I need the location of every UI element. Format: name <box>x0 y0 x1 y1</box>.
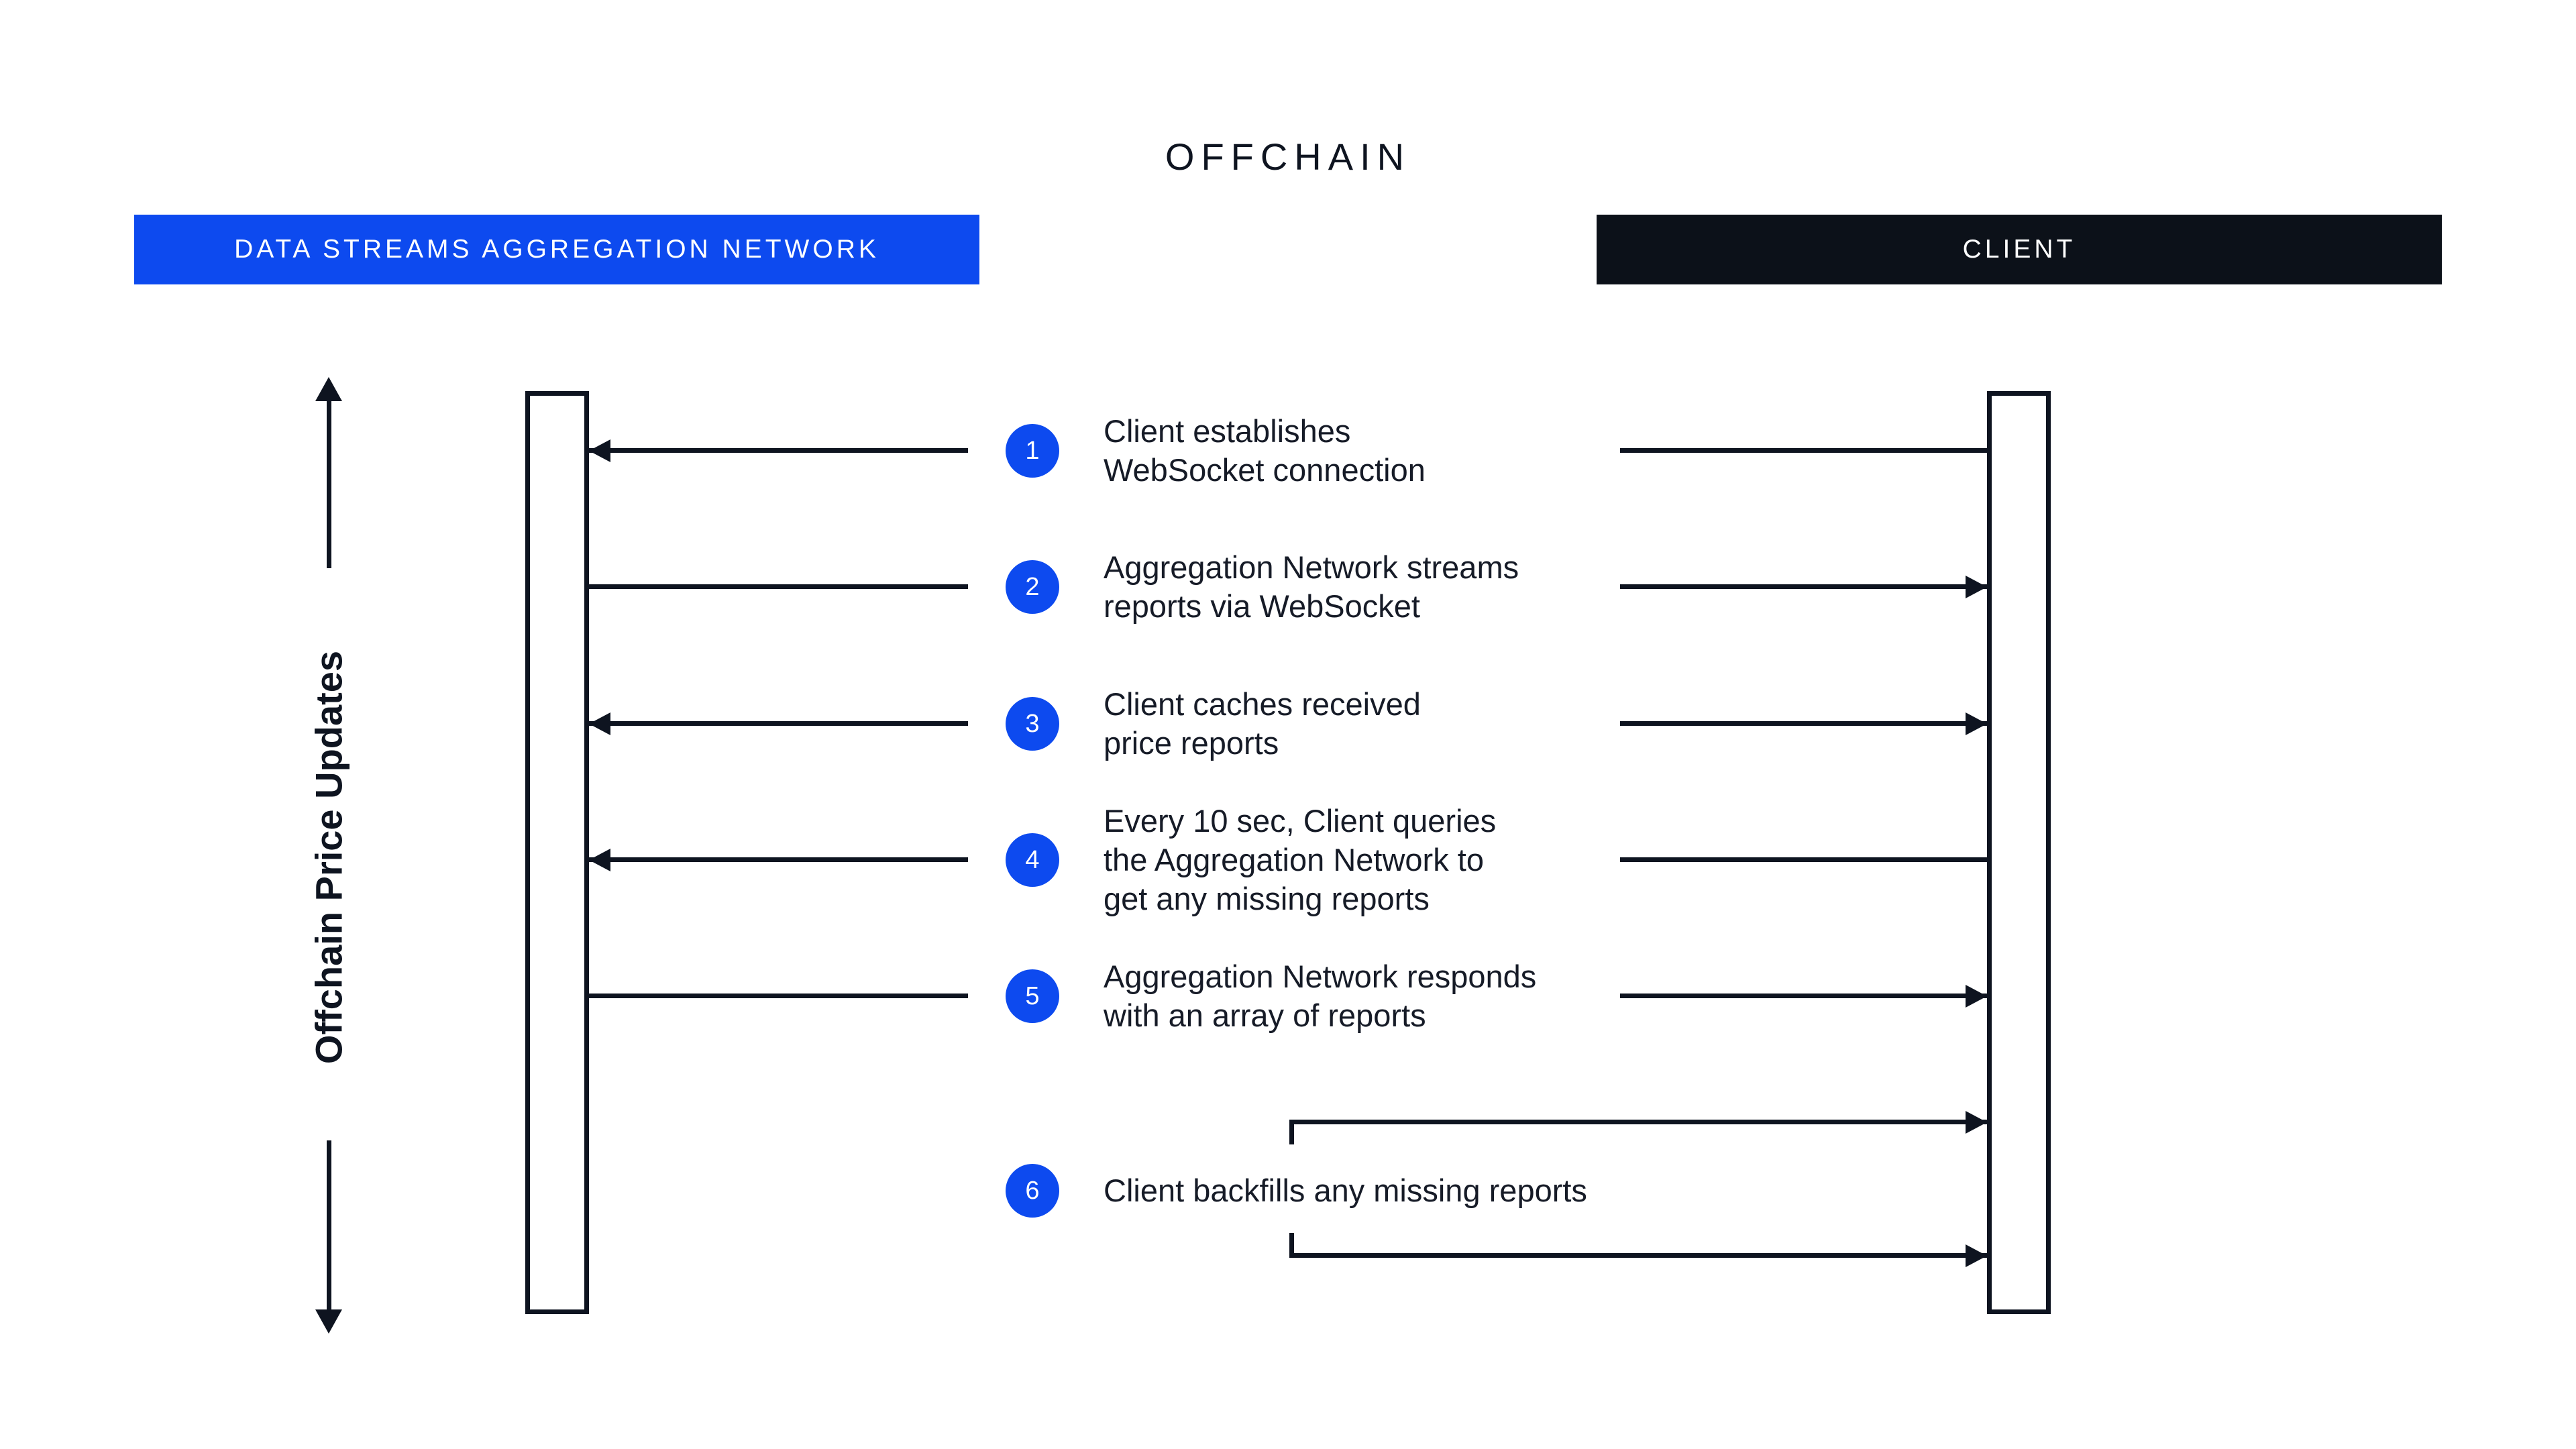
actor-label-aggregation-network: DATA STREAMS AGGREGATION NETWORK <box>234 235 879 264</box>
message-line <box>589 857 968 862</box>
lifeline-aggregation-network <box>525 391 589 1314</box>
arrowhead-right-icon <box>1966 576 1987 598</box>
message-line <box>1620 994 1987 998</box>
message-line <box>1620 448 1987 453</box>
step-description: Client backfills any missing reports <box>1104 1173 1587 1208</box>
axis-arrow-up-shaft <box>327 400 331 568</box>
step-description: Every 10 sec, Client queries the Aggrega… <box>1104 803 1497 916</box>
self-loop-bottom-stub <box>1289 1233 1294 1258</box>
step-description: Aggregation Network streams reports via … <box>1104 549 1519 624</box>
actor-bar-aggregation-network: DATA STREAMS AGGREGATION NETWORK <box>134 215 979 284</box>
message-line <box>589 721 968 726</box>
lifeline-client <box>1987 391 2051 1314</box>
step-number-badge: 6 <box>1006 1164 1059 1218</box>
arrowhead-left-icon <box>589 439 610 462</box>
step-number-badge: 2 <box>1006 560 1059 614</box>
arrowhead-right-icon <box>1966 985 1987 1008</box>
arrowhead-right-icon <box>1966 1244 1987 1267</box>
self-loop-bottom-line <box>1289 1253 1987 1258</box>
message-line <box>589 994 968 998</box>
step-number-badge: 3 <box>1006 697 1059 751</box>
message-line <box>1620 584 1987 589</box>
actor-label-client: CLIENT <box>1962 235 2076 264</box>
self-loop-top-stub <box>1289 1120 1294 1144</box>
axis-arrow-down-icon <box>315 1309 342 1334</box>
arrowhead-right-icon <box>1966 712 1987 735</box>
step-number-badge: 4 <box>1006 833 1059 887</box>
diagram-title: OFFCHAIN <box>1165 136 1411 178</box>
actor-bar-client: CLIENT <box>1597 215 2442 284</box>
axis-label: Offchain Price Updates <box>307 650 350 1065</box>
message-line <box>589 448 968 453</box>
message-line <box>1620 721 1987 726</box>
step-description: Aggregation Network responds with an arr… <box>1104 959 1537 1033</box>
arrowhead-left-icon <box>589 849 610 871</box>
arrowhead-right-icon <box>1966 1111 1987 1134</box>
step-number-badge: 1 <box>1006 424 1059 478</box>
axis-arrow-down-shaft <box>327 1140 331 1309</box>
step-number-badge: 5 <box>1006 969 1059 1023</box>
arrowhead-left-icon <box>589 712 610 735</box>
self-loop-top-line <box>1289 1120 1987 1124</box>
step-description: Client establishes WebSocket connection <box>1104 413 1426 488</box>
message-line <box>1620 857 1987 862</box>
step-description: Client caches received price reports <box>1104 686 1421 761</box>
axis-arrow-up-icon <box>315 377 342 401</box>
message-line <box>589 584 968 589</box>
